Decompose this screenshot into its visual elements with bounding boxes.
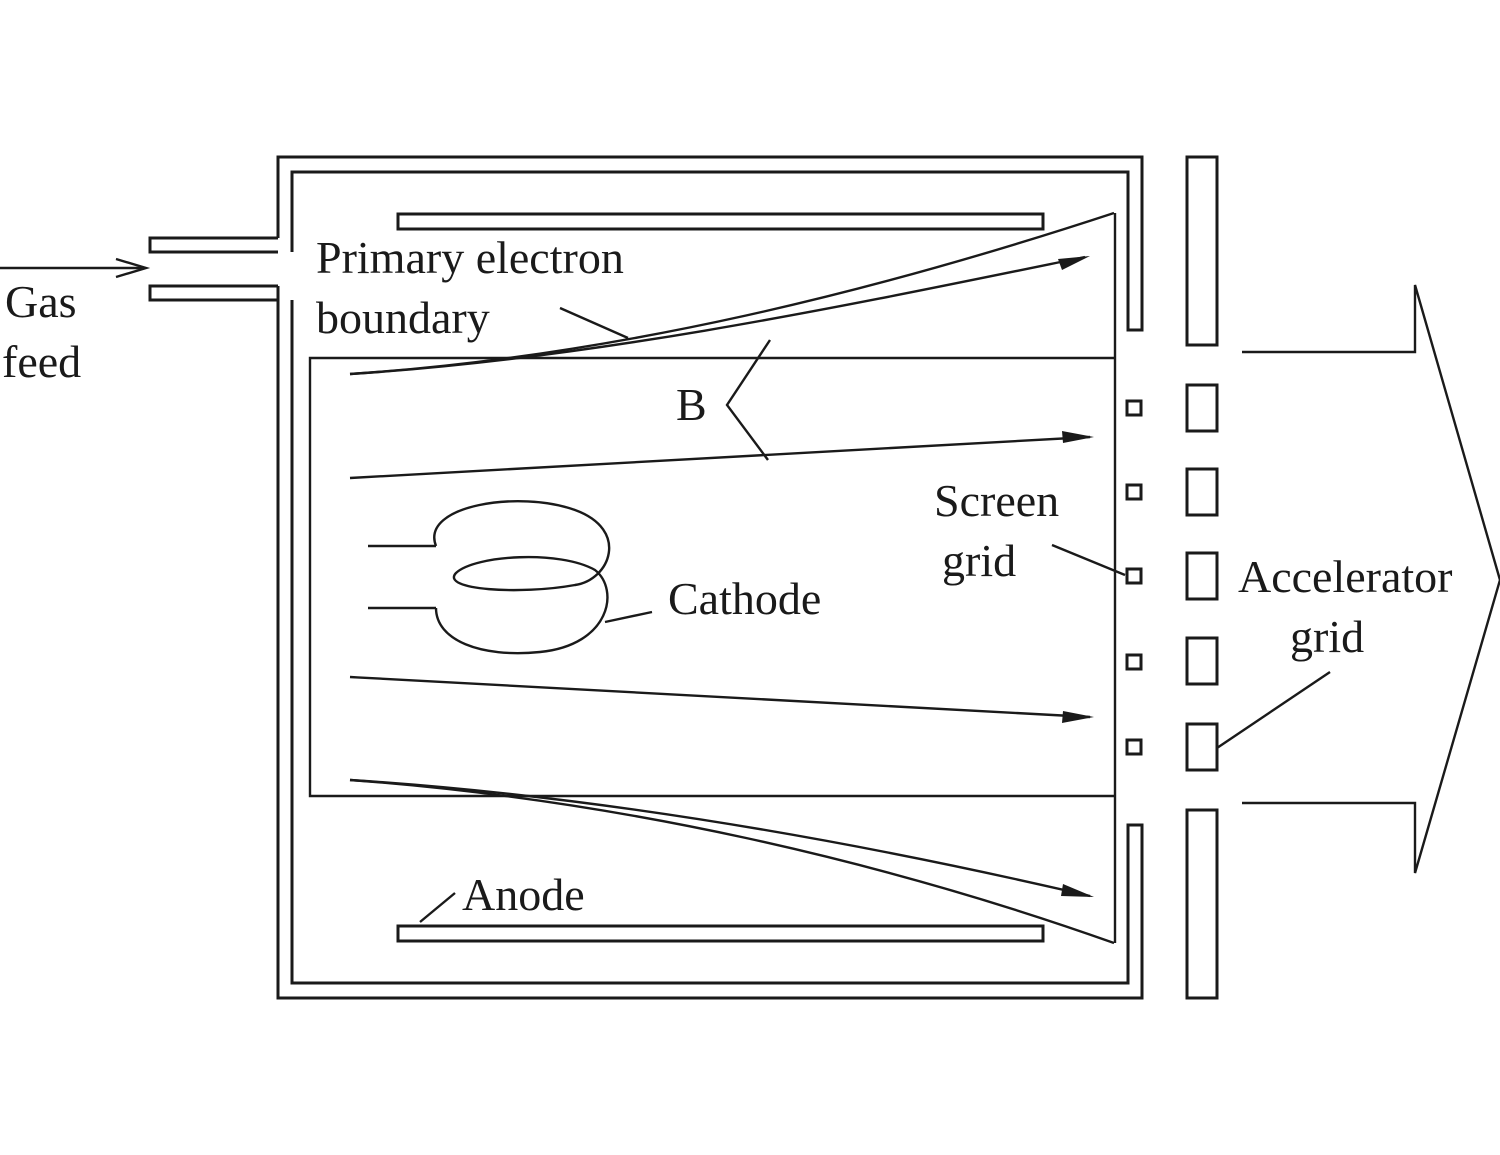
field-line-bottom <box>349 778 1094 898</box>
accelerator-grid-leader <box>1216 671 1331 749</box>
primary-boundary-leader <box>559 306 629 340</box>
field-line-top <box>349 255 1090 376</box>
accelerator-grid <box>1185 155 1219 1000</box>
b-field-leader <box>725 339 772 461</box>
screen-grid-label: Screen <box>934 475 1059 526</box>
accelerator-grid-label-2: grid <box>1290 611 1364 662</box>
gas-inlet-pipe <box>148 236 278 302</box>
gas-feed-arrow <box>0 257 151 279</box>
ion-beam-arrow <box>1242 284 1500 874</box>
screen-grid <box>1125 399 1143 756</box>
primary-boundary-label: Primary electron <box>316 232 624 283</box>
gas-feed-label-2: feed <box>2 336 81 387</box>
field-line-lower <box>349 675 1094 723</box>
screen-grid-leader <box>1051 543 1126 577</box>
boundary-bottom-curve <box>349 778 1115 945</box>
anode-top-plate <box>396 212 1045 231</box>
anode-leader <box>419 892 456 923</box>
cathode-label: Cathode <box>668 573 821 624</box>
cathode-coil <box>368 500 653 655</box>
primary-electron-boundary <box>308 213 1117 943</box>
primary-boundary-label-2: boundary <box>316 292 490 343</box>
accelerator-grid-label: Accelerator <box>1238 551 1453 602</box>
b-field-label: B <box>676 379 707 430</box>
gas-feed-label: Gas <box>5 276 77 327</box>
field-line-upper <box>349 431 1094 480</box>
anode-bottom-plate <box>396 924 1045 943</box>
screen-grid-label-2: grid <box>942 535 1016 586</box>
chamber-wall <box>276 155 1144 1000</box>
anode-label: Anode <box>462 869 585 920</box>
